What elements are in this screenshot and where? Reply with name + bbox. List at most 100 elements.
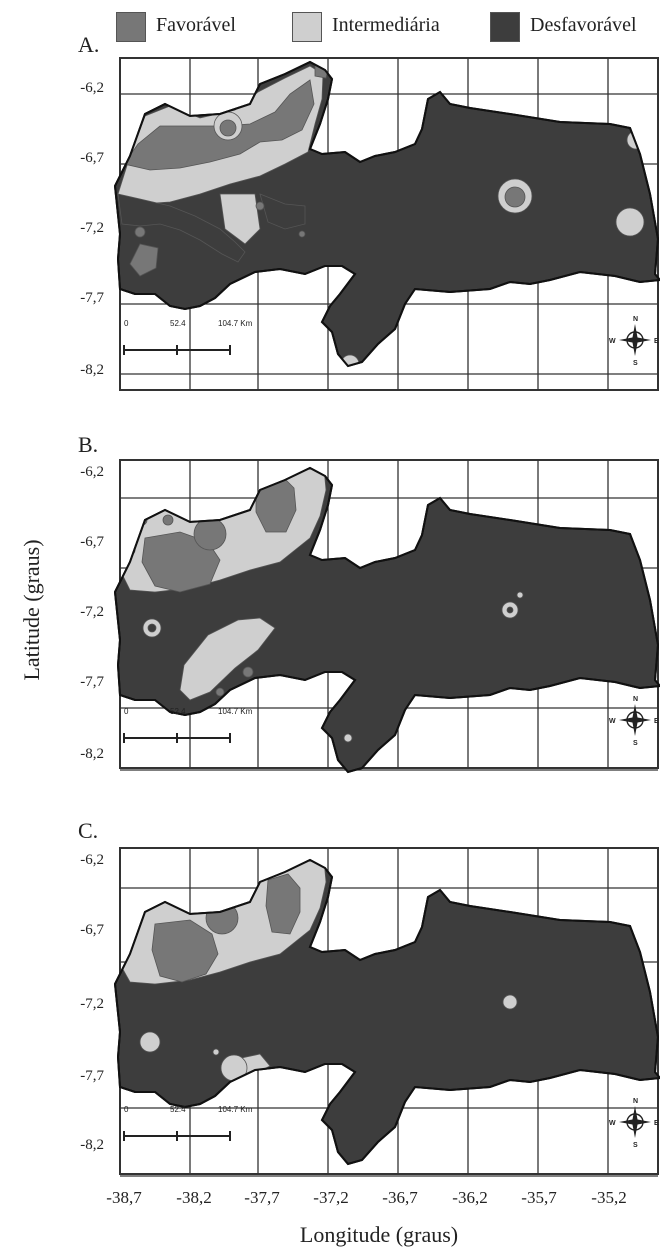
x-axis-label: Longitude (graus)	[299, 1222, 459, 1247]
state-outline-b	[113, 466, 662, 774]
compass-letter-e-c: E	[654, 1120, 659, 1127]
scale-label-1-c: 52.4	[170, 1105, 186, 1114]
compass-we-arrow-a	[619, 337, 651, 343]
map-c: 0 52.4 104.7 Km N S W E	[113, 847, 662, 1177]
compass-letter-s-a: S	[633, 360, 638, 367]
scale-label-1-b: 52.4	[170, 707, 186, 716]
xtick-2: -37,7	[244, 1188, 280, 1207]
compass-letter-e-a: E	[654, 338, 659, 345]
zone-spot-c-6	[502, 994, 518, 1010]
scale-label-2-b: 104.7 Km	[218, 707, 253, 716]
compass-rose-icon-a: N S W E	[609, 316, 659, 367]
scale-label-2-a: 104.7 Km	[218, 319, 253, 328]
map-panel-a: A. 0 52.4 104.7 Km N S W E	[78, 32, 662, 394]
xtick-7: -35,2	[591, 1188, 627, 1207]
ytick-c-0: -6,2	[80, 852, 104, 868]
y-axis-label: Latitude (graus)	[19, 539, 44, 681]
compass-letter-w-c: W	[609, 1120, 616, 1127]
scale-bar-a: 0 52.4 104.7 Km	[123, 319, 253, 355]
state-border-a	[113, 60, 662, 368]
zoning-layer-a	[117, 63, 646, 366]
legend-swatch-desfavoravel	[490, 12, 520, 42]
zone-spot-a-4	[615, 207, 645, 237]
compass-we-arrow-c	[619, 1119, 651, 1125]
map-panel-b: B. 0 52.4 104.7 Km N S W E	[78, 432, 662, 775]
compass-letter-n-a: N	[633, 316, 638, 323]
zone-region-c-2	[265, 873, 301, 935]
state-border-c	[113, 858, 662, 1166]
zone-region-a-1	[123, 79, 315, 171]
xtick-1: -38,2	[176, 1188, 212, 1207]
zone-region-a-2	[117, 193, 246, 263]
ytick-a-0: -6,2	[80, 80, 104, 96]
ytick-b-1: -6,7	[80, 534, 104, 550]
compass-letter-w-a: W	[609, 338, 616, 345]
compass-letter-n-c: N	[633, 1098, 638, 1105]
zone-spot-b-8	[242, 666, 254, 678]
zone-spot-c-2	[139, 1031, 161, 1053]
xtick-4: -36,7	[382, 1188, 418, 1207]
zone-spot-c-1	[147, 893, 161, 907]
state-border-b	[113, 466, 662, 774]
zone-spot-c-3	[220, 1054, 248, 1082]
scale-label-0-c: 0	[124, 1105, 129, 1114]
map-a: 0 52.4 104.7 Km N S W E	[113, 57, 662, 391]
ytick-c-4: -8,2	[80, 1137, 104, 1153]
ytick-b-3: -7,7	[80, 674, 104, 690]
compass-letter-w-b: W	[609, 718, 616, 725]
zone-spot-b-4	[147, 623, 157, 633]
panel-label-a: A.	[78, 32, 100, 57]
zone-spot-a-8	[298, 230, 306, 238]
ytick-c-1: -6,7	[80, 922, 104, 938]
ytick-b-4: -8,2	[80, 746, 104, 762]
panel-label-c: C.	[78, 818, 99, 843]
scale-label-2-c: 104.7 Km	[218, 1105, 253, 1114]
ytick-a-3: -7,7	[80, 290, 104, 306]
compass-letter-e-b: E	[654, 718, 659, 725]
zone-spot-b-7	[516, 591, 524, 599]
ytick-a-4: -8,2	[80, 362, 104, 378]
legend-label-favoravel: Favorável	[156, 14, 236, 36]
zone-spot-a-6	[134, 226, 146, 238]
ytick-b-0: -6,2	[80, 464, 104, 480]
zone-spot-b-11	[343, 733, 353, 743]
xtick-5: -36,2	[452, 1188, 488, 1207]
ytick-b-2: -7,2	[80, 604, 104, 620]
state-outline-a	[113, 60, 662, 368]
zone-region-c-1	[151, 919, 219, 983]
compass-letter-s-b: S	[633, 740, 638, 747]
zone-region-b-3	[179, 617, 276, 701]
zone-region-a-4	[129, 243, 159, 277]
xtick-0: -38,7	[106, 1188, 142, 1207]
xtick-3: -37,2	[313, 1188, 349, 1207]
scale-label-0-b: 0	[124, 707, 129, 716]
compass-rose-icon-b: N S W E	[609, 696, 659, 747]
zone-spot-b-2	[162, 514, 174, 526]
zone-spot-a-7	[255, 201, 265, 211]
compass-letter-n-b: N	[633, 696, 638, 703]
map-panel-c: C. 0 52.4 104.7 Km N S W E	[78, 818, 662, 1177]
zone-spot-b-9	[215, 687, 225, 697]
map-b: 0 52.4 104.7 Km N S W E	[113, 459, 662, 774]
compass-letter-s-c: S	[633, 1142, 638, 1149]
ytick-c-2: -7,2	[80, 996, 104, 1012]
scale-label-0-a: 0	[124, 319, 129, 328]
zone-region-a-5	[219, 193, 261, 245]
zone-spot-b-6	[506, 606, 514, 614]
legend-swatch-intermediaria	[292, 12, 322, 42]
scale-bar-c: 0 52.4 104.7 Km	[123, 1105, 253, 1141]
legend-swatch-favoravel	[116, 12, 146, 42]
zone-spot-c-5	[212, 1048, 220, 1056]
panel-label-b: B.	[78, 432, 99, 457]
compass-we-arrow-b	[619, 717, 651, 723]
legend-label-desfavoravel: Desfavorável	[530, 14, 637, 36]
ytick-c-3: -7,7	[80, 1068, 104, 1084]
zone-spot-a-3	[504, 186, 526, 208]
ytick-a-1: -6,7	[80, 150, 104, 166]
zone-spot-a-1	[219, 119, 237, 137]
xtick-6: -35,7	[521, 1188, 557, 1207]
legend-label-intermediaria: Intermediária	[332, 14, 440, 36]
scale-label-1-a: 52.4	[170, 319, 186, 328]
compass-rose-icon-c: N S W E	[609, 1098, 659, 1149]
ytick-a-2: -7,2	[80, 220, 104, 236]
